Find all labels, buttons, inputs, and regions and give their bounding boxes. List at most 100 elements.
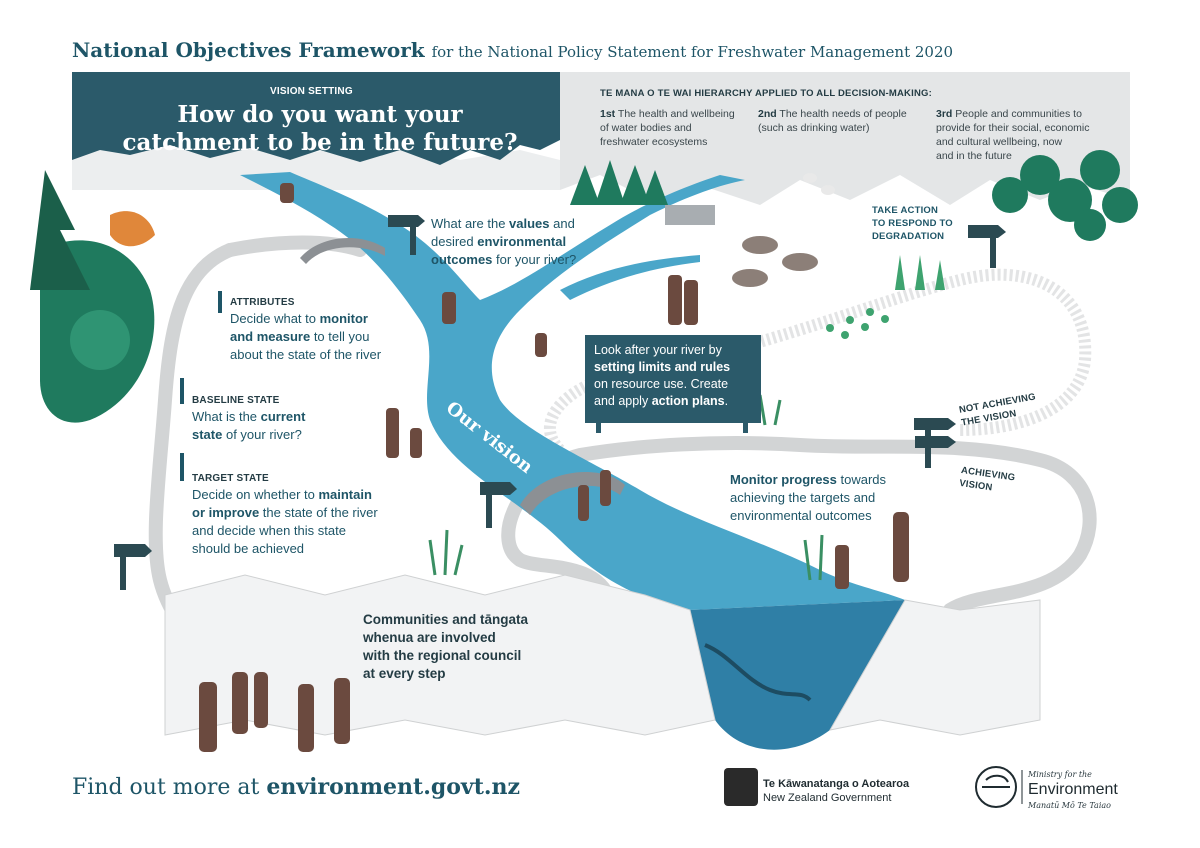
values-l3a: outcomes (431, 252, 493, 267)
communities-l3: with the regional council (363, 648, 522, 663)
target-text: Decide on whether to maintain or improve… (192, 486, 378, 558)
values-l1a: What are the (431, 216, 510, 231)
vision-question: How do you want your catchment to be in … (100, 101, 540, 157)
baseline-tag: BASELINE STATE (192, 395, 280, 406)
hierarchy-rank-2: 2nd (758, 108, 777, 120)
page-subtitle: for the National Policy Statement for Fr… (431, 43, 954, 61)
feedback-loop (543, 268, 1092, 455)
river-branch-right (560, 255, 700, 300)
hierarchy-text-3c: and cultural wellbeing, now (936, 136, 1063, 148)
communities-l1: Communities and tāngata (363, 612, 529, 627)
monitor-l1a: Monitor progress (730, 472, 837, 487)
monitor-l3: environmental outcomes (730, 508, 872, 523)
limits-box (585, 335, 761, 423)
take-action-l2: TO RESPOND TO (872, 218, 953, 229)
hierarchy-item-3: 3rd People and communities to provide fo… (936, 107, 1090, 163)
page-title: National Objectives Framework for the Na… (72, 38, 953, 62)
limits-l4c: . (724, 394, 729, 408)
attributes-tag: ATTRIBUTES (230, 297, 295, 308)
hierarchy-text-1c: freshwater ecosystems (600, 136, 708, 148)
lower-bridge (520, 471, 625, 515)
mfe-maori: Manatū Mō Te Taiao (1028, 801, 1111, 810)
livestock (732, 173, 835, 287)
vision-banner (72, 72, 560, 165)
hierarchy-text-3a: People and communities to (955, 108, 1082, 120)
communities-text: Communities and tāngata whenua are invol… (363, 611, 528, 683)
eel (704, 643, 812, 702)
monitor-l2: achieving the targets and (730, 490, 876, 505)
mfe-big: Environment (1028, 781, 1118, 798)
govt-line1: Te Kāwanatanga o Aotearoa (763, 778, 910, 790)
values-question: What are the values and desired environm… (431, 215, 576, 269)
baseline-bar (180, 378, 184, 404)
baseline-l2a: state (192, 427, 223, 442)
target-l2a: or improve (192, 505, 260, 520)
attributes-bar (218, 291, 222, 313)
limits-l4a: and apply (594, 394, 652, 408)
attributes-l1a: Decide what to (230, 311, 320, 326)
vision-question-line1: How do you want your (177, 101, 463, 128)
attributes-l1b: monitor (319, 311, 368, 326)
communities-l4: at every step (363, 666, 446, 681)
target-l1a: Decide on whether to (192, 487, 319, 502)
footer-url-link[interactable]: environment.govt.nz (266, 774, 521, 800)
hierarchy-rank-3: 3rd (936, 108, 953, 120)
hierarchy-text-3d: and in the future (936, 150, 1012, 162)
values-l2b: environmental (477, 234, 567, 249)
hierarchy-item-2: 2nd The health needs of people (such as … (758, 107, 907, 135)
pine-trees (570, 160, 668, 205)
attributes-text: Decide what to monitor and measure to te… (230, 310, 381, 364)
take-action-label: TAKE ACTION TO RESPOND TO DEGRADATION (872, 204, 953, 243)
dam (665, 205, 715, 225)
underwater-lake (690, 600, 905, 750)
limits-l1: Look after your river by (594, 343, 722, 357)
attributes-l3: about the state of the river (230, 347, 382, 362)
hierarchy-heading: TE MANA O TE WAI HIERARCHY APPLIED TO AL… (600, 88, 932, 99)
forest-left (30, 170, 155, 423)
limits-l2: setting limits and rules (594, 360, 731, 374)
crops (826, 255, 945, 339)
hierarchy-text-1a: The health and wellbeing (617, 108, 735, 120)
values-l1b: values (509, 216, 550, 231)
monitor-l1b: towards (836, 472, 887, 487)
govt-crest-icon (724, 768, 758, 806)
baseline-text: What is the current state of your river? (192, 408, 305, 444)
river (240, 172, 905, 610)
footer-find-out-more: Find out more at environment.govt.nz (72, 774, 520, 800)
values-l1c: and (549, 216, 575, 231)
vision-setting-tag: VISION SETTING (270, 86, 353, 97)
hierarchy-text-2a: The health needs of people (779, 108, 907, 120)
target-l4: should be achieved (192, 541, 305, 556)
mountain-backdrop (560, 72, 1130, 205)
limits-box-post-left (596, 423, 601, 433)
hierarchy-rank-1: 1st (600, 108, 616, 120)
communities-l2: whenua are involved (363, 630, 496, 645)
limits-l4b: action plans (651, 394, 725, 408)
map-panel-right (829, 599, 1041, 736)
attributes-l2a: and measure (230, 329, 311, 344)
target-bar (180, 453, 184, 481)
values-l2a: desired (431, 234, 478, 249)
mfe-small: Ministry for the (1028, 770, 1092, 779)
baseline-l1b: current (260, 409, 306, 424)
govt-logo-text: Te Kāwanatanga o Aotearoa New Zealand Go… (763, 777, 909, 805)
limits-text: Look after your river by setting limits … (594, 342, 730, 410)
baseline-l1a: What is the (192, 409, 261, 424)
govt-line2: New Zealand Government (763, 792, 892, 804)
target-l2b: the state of the river (259, 505, 378, 520)
upper-bridge (300, 237, 385, 264)
journey-path (148, 243, 1097, 713)
limits-box-post-right (743, 423, 748, 433)
baseline-l2b: of your river? (222, 427, 302, 442)
target-tag: TARGET STATE (192, 473, 269, 484)
signposts (114, 215, 1006, 590)
forest-right (992, 150, 1138, 241)
mfe-logo-icon (975, 766, 1017, 808)
take-action-l1: TAKE ACTION (872, 205, 939, 216)
target-l3: and decide when this state (192, 523, 346, 538)
mfe-logo-text: Ministry for the Environment Manatū Mō T… (1028, 768, 1118, 812)
footer-find-out: Find out more at (72, 775, 267, 800)
values-l3b: for your river? (492, 252, 577, 267)
people (199, 183, 909, 752)
